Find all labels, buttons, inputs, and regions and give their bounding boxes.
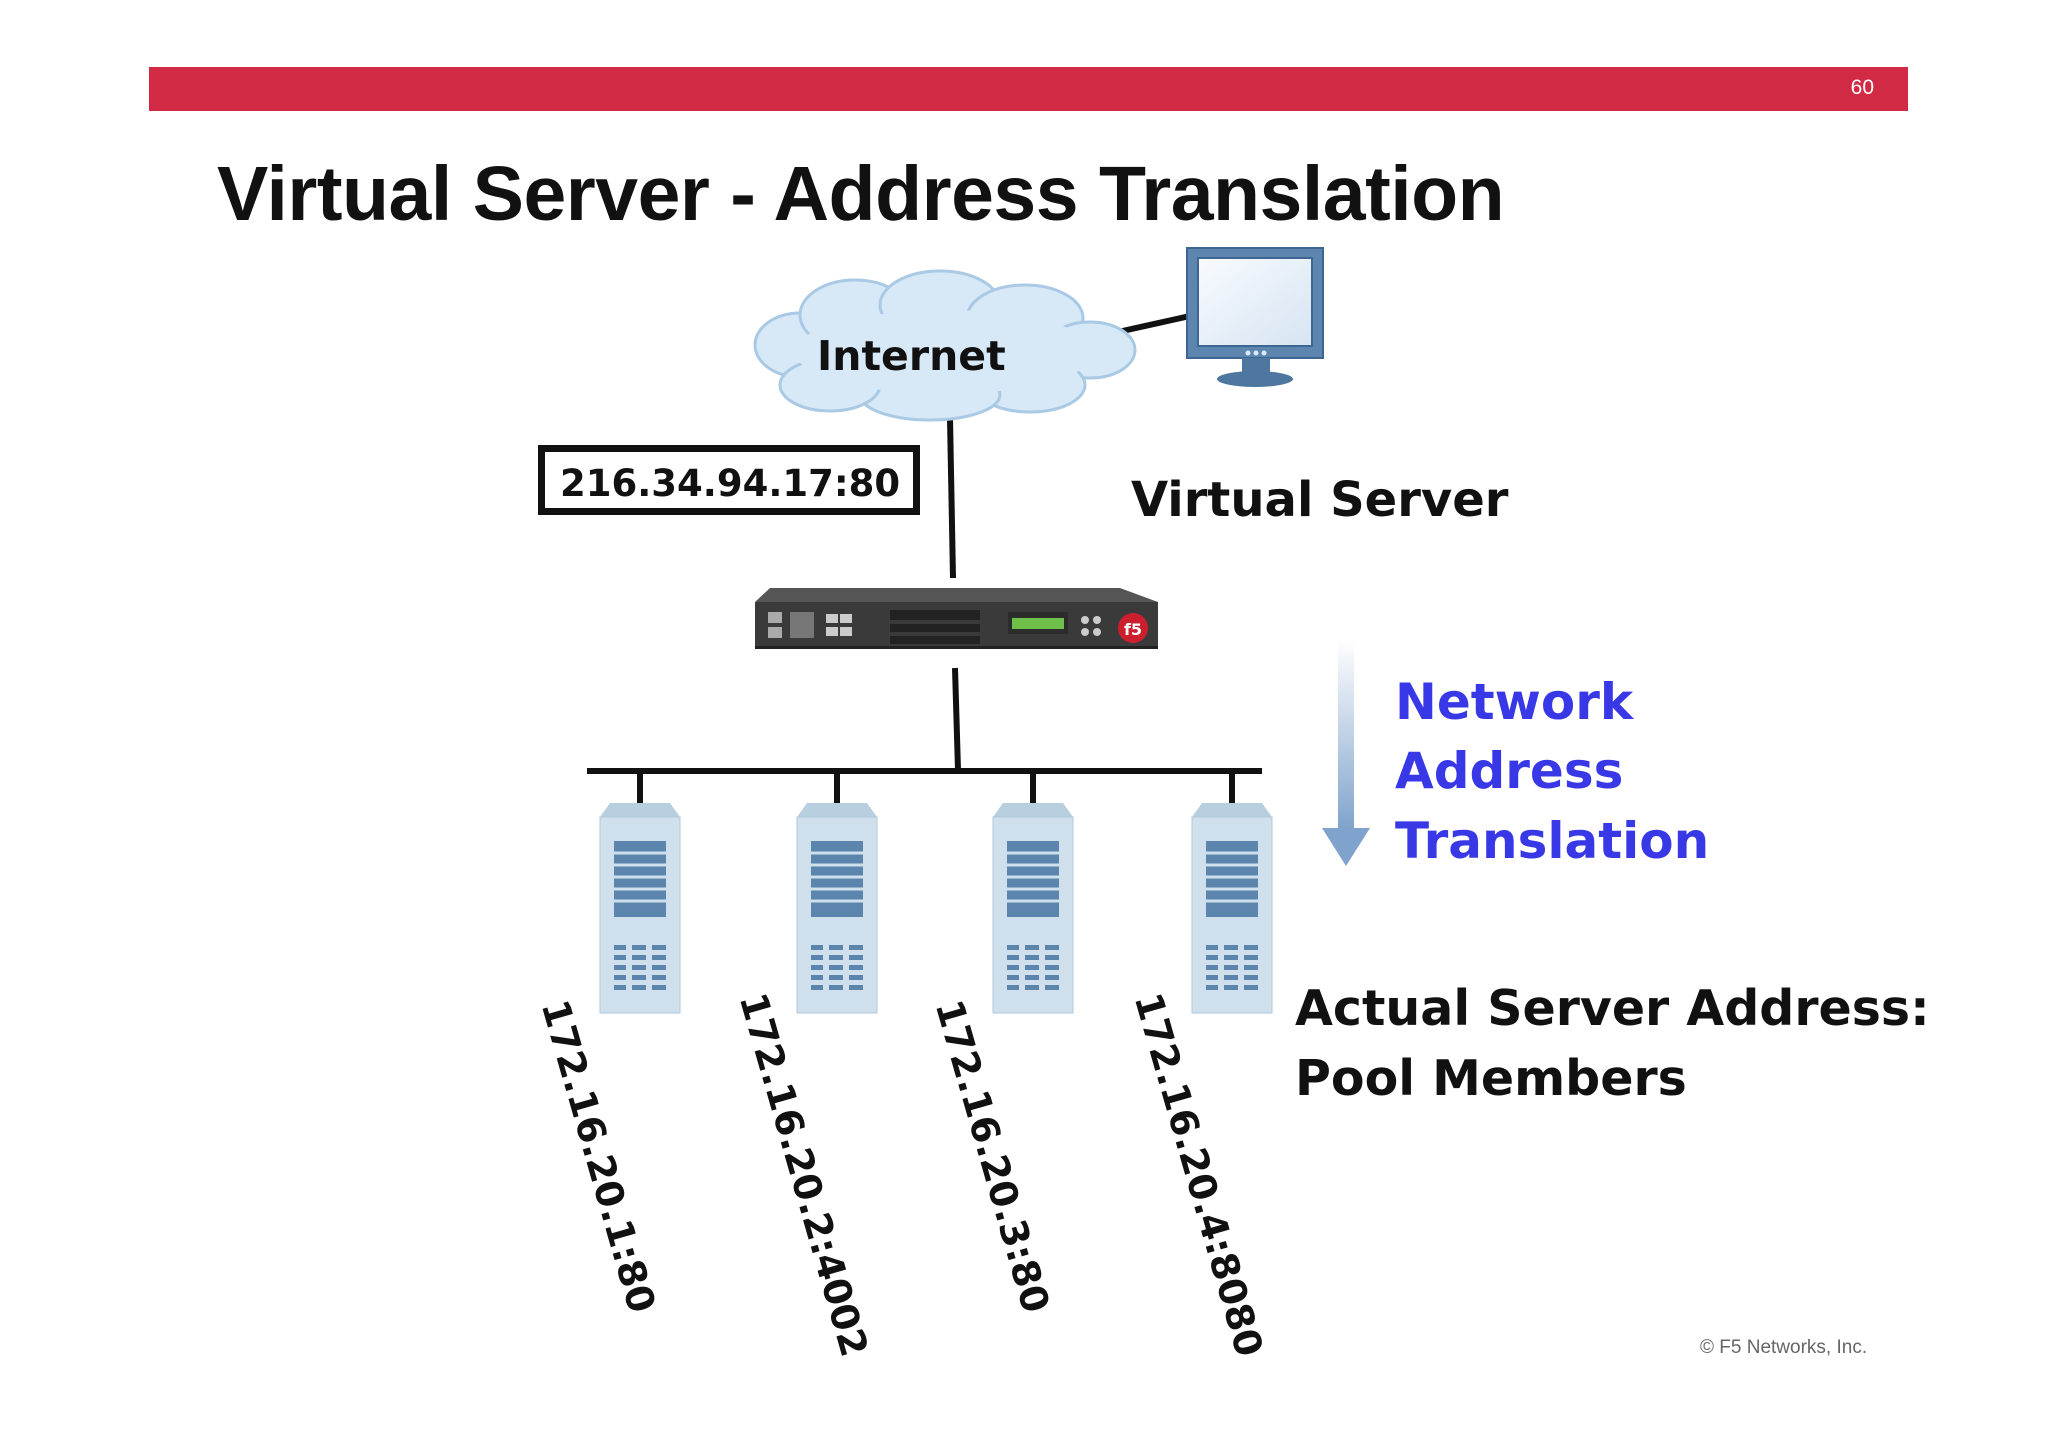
svg-text:f5: f5 <box>1124 620 1142 639</box>
header-bar: 60 <box>149 67 1908 111</box>
pool-label-line-2: Pool Members <box>1295 1050 1687 1107</box>
pool-label-line-1: Actual Server Address: <box>1295 980 1930 1037</box>
translation-arrow-icon <box>1322 640 1370 866</box>
translation-label-line-2: Address <box>1395 742 1624 800</box>
internet-cloud-icon <box>753 269 1137 422</box>
copyright-notice: © F5 Networks, Inc. <box>1700 1337 1868 1358</box>
translation-label-line-1: Network <box>1395 673 1634 731</box>
server-icon <box>1191 803 1273 1014</box>
connection-lines <box>587 313 1262 803</box>
virtual-server-label: Virtual Server <box>1131 472 1509 528</box>
server-icon <box>992 803 1074 1014</box>
page-number: 60 <box>1850 76 1874 99</box>
f5-big-ip-appliance-icon: f5 <box>755 588 1158 649</box>
server-icon <box>599 803 681 1014</box>
translation-label-line-3: Translation <box>1395 812 1710 870</box>
client-computer-icon <box>1186 247 1324 387</box>
internet-label: Internet <box>817 332 1006 380</box>
server-icon <box>796 803 878 1014</box>
virtual-address-label: 216.34.94.17:80 <box>560 462 901 505</box>
virtual-address-box <box>538 445 920 515</box>
slide-title: Virtual Server - Address Translation <box>217 151 1505 237</box>
